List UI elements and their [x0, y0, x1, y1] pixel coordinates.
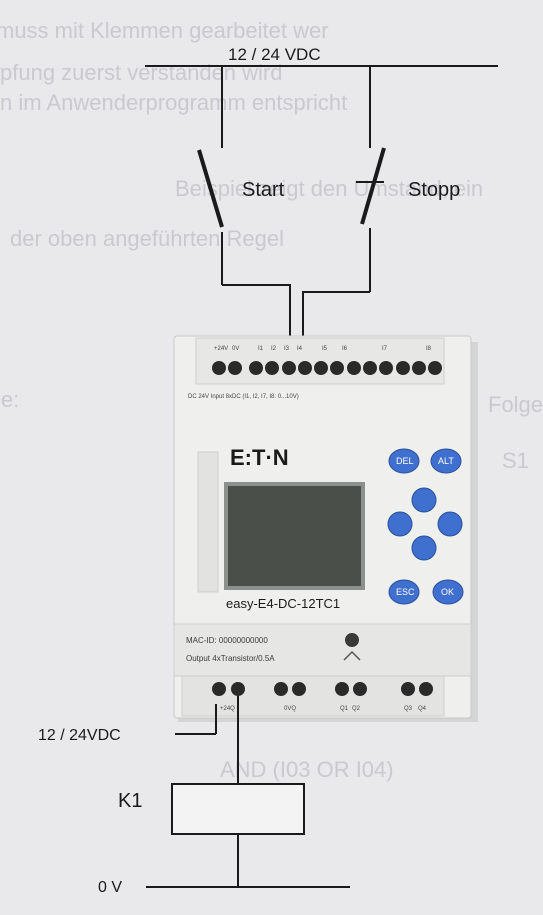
stop-label: Stopp — [408, 179, 460, 201]
ghost-line-9: AND (I03 OR I04) — [220, 757, 394, 782]
input-screw — [379, 361, 393, 375]
ground-label: 0 V — [98, 879, 122, 896]
start-label: Start — [242, 179, 285, 201]
input-terminal-label-i6: I6 — [342, 346, 348, 352]
ghost-line-2: pfung zuerst verstanden wird — [0, 60, 283, 85]
esc-key[interactable] — [388, 579, 420, 605]
background-text: muss mit Klemmen gearbeitet wer pfung zu… — [0, 18, 543, 782]
up-arrow-key[interactable] — [411, 487, 437, 513]
input-terminal-label-i8: I8 — [426, 346, 432, 352]
input-screws — [212, 361, 442, 375]
input-screw — [428, 361, 442, 375]
lcd-display — [228, 486, 361, 586]
input-screw — [396, 361, 410, 375]
input-terminal-label-i2: I2 — [271, 346, 277, 352]
output-screw — [212, 682, 226, 696]
stop-switch-contact — [360, 147, 386, 225]
keypad: DEL ALT ESC OK — [387, 448, 464, 605]
input-terminal-label-i3: I3 — [284, 346, 290, 352]
ghost-line-3: n im Anwenderprogramm entspricht — [0, 90, 347, 115]
output-screw — [335, 682, 349, 696]
ghost-line-8: S1 — [502, 448, 529, 473]
input-screw — [347, 361, 361, 375]
input-screw — [265, 361, 279, 375]
ghost-line-5: der oben angeführten Regel — [10, 226, 284, 251]
del-key[interactable] — [388, 448, 420, 474]
spec-line-1: MAC-ID: 00000000000 — [186, 636, 268, 645]
output-supply-label: 12 / 24VDC — [38, 727, 121, 744]
output-terminal-label-q24: +24Q — [220, 706, 235, 712]
device-side-door — [197, 451, 219, 593]
input-screw — [282, 361, 296, 375]
down-arrow-key[interactable] — [411, 535, 437, 561]
relay-coil — [171, 783, 305, 835]
output-screw — [353, 682, 367, 696]
relay-label: K1 — [118, 790, 142, 812]
input-spec-text: DC 24V Input 8xDC (I1, I2, I7, I8: 0...1… — [188, 394, 299, 400]
ground-symbol-icon — [343, 650, 361, 661]
input-terminal-block — [195, 337, 445, 385]
output-screw — [419, 682, 433, 696]
output-terminal-label-q2: Q2 — [352, 706, 361, 712]
left-arrow-key[interactable] — [387, 511, 413, 537]
spec-line-2: Output 4xTransistor/0.5A — [186, 654, 275, 663]
input-screw — [228, 361, 242, 375]
output-terminal-label-0vq: 0VQ — [284, 706, 296, 712]
output-screw — [401, 682, 415, 696]
ghost-line-1: muss mit Klemmen gearbeitet wer — [0, 18, 329, 43]
output-terminal-label-q1: Q1 — [340, 706, 349, 712]
input-terminal-label-0v: 0V — [232, 346, 239, 352]
model-name: easy-E4-DC-12TC1 — [226, 596, 340, 611]
output-terminal-block — [181, 675, 445, 717]
input-screw — [298, 361, 312, 375]
output-screws — [212, 682, 433, 696]
ghost-line-7: Folge — [488, 392, 543, 417]
del-key-label: DEL — [396, 456, 414, 466]
right-arrow-key[interactable] — [437, 511, 463, 537]
output-screw — [274, 682, 288, 696]
brand-logo: E:T·N — [230, 445, 289, 470]
supply-top-label: 12 / 24 VDC — [228, 45, 321, 64]
input-terminal-labels: +24V — [214, 346, 228, 352]
ok-key[interactable] — [432, 579, 464, 605]
input-screw — [412, 361, 426, 375]
output-terminal-label-q4: Q4 — [418, 706, 427, 712]
input-screw — [249, 361, 263, 375]
ghost-line-4: Beispiel zeigt den Umstand, ein — [175, 176, 483, 201]
input-screw — [330, 361, 344, 375]
plc-device: +24V 0V I1 I2 I3 I4 I5 I6 I7 I8 DC 24V I… — [173, 335, 478, 722]
input-screw — [314, 361, 328, 375]
output-screw — [292, 682, 306, 696]
alt-key[interactable] — [430, 448, 462, 474]
ok-key-label: OK — [441, 587, 454, 597]
esc-key-label: ESC — [396, 587, 415, 597]
input-terminal-label-i7: I7 — [382, 346, 388, 352]
status-led — [345, 633, 359, 647]
input-screw — [212, 361, 226, 375]
output-screw — [231, 682, 245, 696]
ghost-line-6: le: — [0, 387, 19, 412]
input-screw — [363, 361, 377, 375]
input-terminal-label-i4: I4 — [297, 346, 303, 352]
alt-key-label: ALT — [438, 456, 454, 466]
input-terminal-label-i5: I5 — [322, 346, 328, 352]
output-terminal-label-q3: Q3 — [404, 706, 413, 712]
spec-label-strip — [173, 623, 472, 677]
start-switch-contact — [197, 149, 224, 228]
input-terminal-label-i1: I1 — [258, 346, 264, 352]
